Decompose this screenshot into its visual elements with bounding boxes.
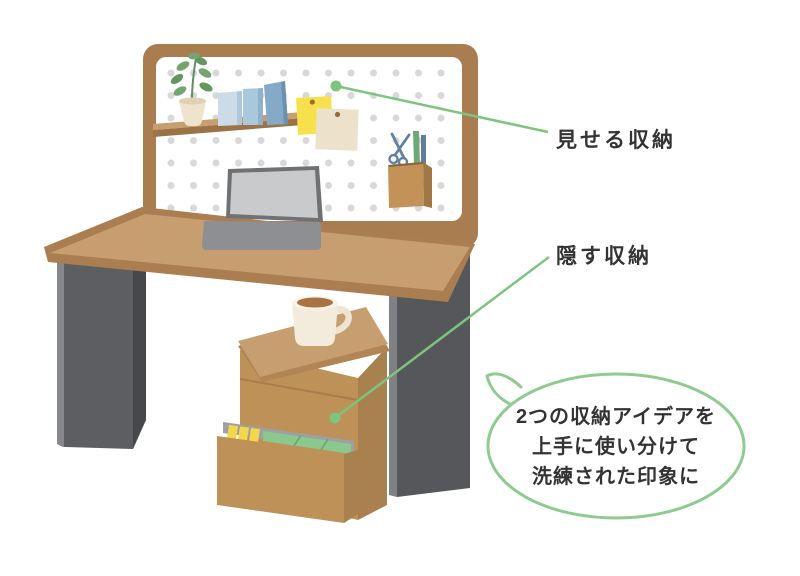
- callout-dot: [330, 80, 342, 92]
- pen-blue: [421, 135, 426, 165]
- push-pin: [309, 99, 315, 105]
- folder-tab: [238, 426, 249, 441]
- desk-leg-right: [389, 252, 470, 497]
- drawer-cabinet: [217, 307, 390, 523]
- speech-bubble: [485, 372, 746, 520]
- laptop: [202, 166, 323, 250]
- folder-tab: [249, 428, 260, 442]
- coffee: [297, 297, 333, 308]
- label-visible-storage: 見せる収納: [556, 129, 676, 152]
- drawer-divider: [239, 378, 359, 401]
- speech-bubble-text: 2つの収納アイデアを 上手に使い分けて 洗練された印象に: [488, 402, 744, 492]
- push-pin: [334, 111, 341, 118]
- bubble-line-1: 2つの収納アイデアを: [515, 406, 717, 428]
- callout-line-hide: [329, 256, 550, 424]
- laptop-base: [202, 221, 321, 250]
- desk-top: [44, 207, 475, 302]
- label-hidden-storage: 隠す収納: [556, 245, 652, 268]
- open-drawer: [217, 422, 358, 523]
- coffee-mug: [292, 296, 352, 346]
- folder-tab: [227, 425, 238, 439]
- laptop-screen: [230, 170, 318, 218]
- bubble-line-3: 洗練された印象に: [532, 466, 700, 488]
- drawer-front: [217, 436, 344, 523]
- pen-green: [413, 131, 420, 165]
- speech-bubble-tail: [485, 372, 523, 406]
- pen-holder: [388, 131, 432, 208]
- sticky-note-beige: [315, 108, 359, 151]
- books: [218, 81, 288, 126]
- cabinet-side: [358, 347, 387, 520]
- callout-dot: [329, 412, 341, 424]
- callout-line-show: [330, 80, 549, 134]
- green-files: [263, 431, 351, 454]
- mug-handle: [331, 306, 352, 335]
- bubble-line-2: 上手に使い分けて: [532, 436, 700, 458]
- potted-plant: [170, 52, 213, 126]
- desk-leg-left: [57, 254, 146, 449]
